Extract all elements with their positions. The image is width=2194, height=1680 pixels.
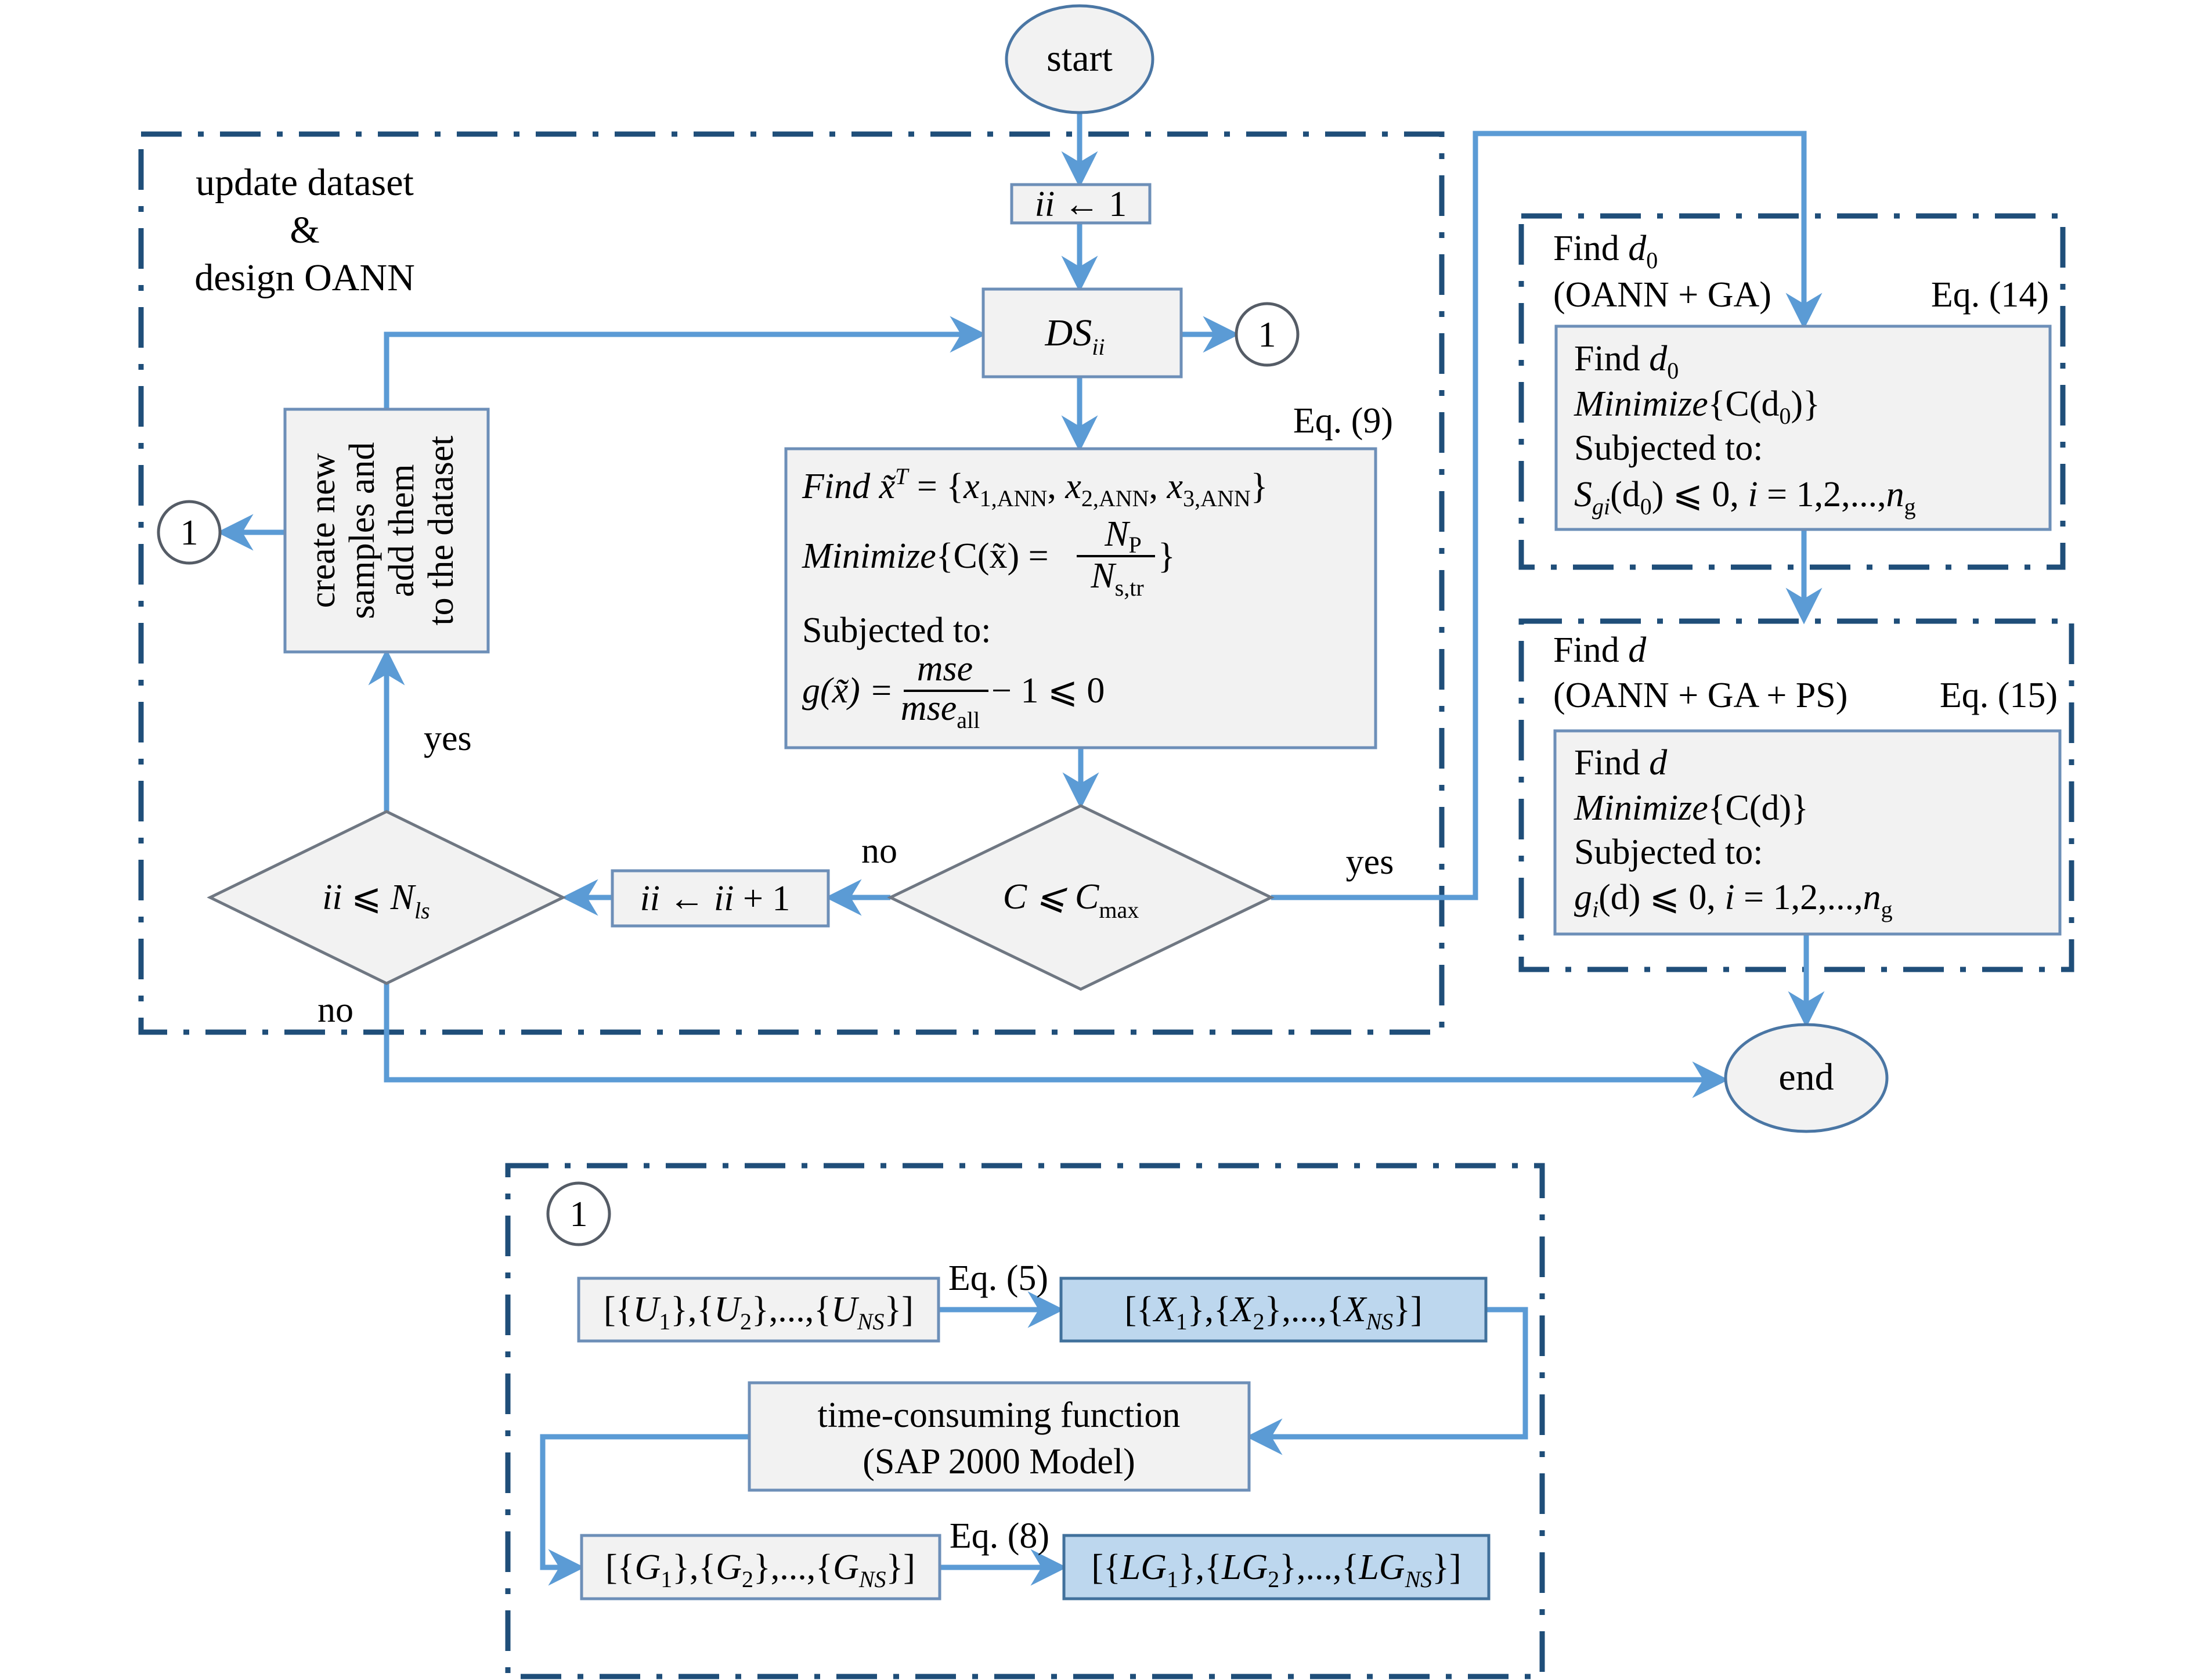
subprocess-group-border: [505, 1163, 1545, 1679]
connector-label: 1: [181, 513, 199, 553]
end-label: end: [1778, 1056, 1834, 1098]
increment-label: ii ← ii + 1: [640, 879, 791, 918]
end-terminal: end: [1724, 1023, 1889, 1133]
optimization-constraint-rhs: − 1 ⩽ 0: [991, 671, 1105, 711]
lg-vectors-box: [{LG1},{LG2},...,{LGNS}]: [1062, 1534, 1491, 1600]
optimization-constraint-lhs: g(x̃) =: [802, 671, 893, 711]
optimization-constraint-denominator: mseall: [901, 688, 980, 733]
find-d0-box-line1: Find d0: [1574, 339, 1679, 384]
iteration-decision-label: ii ⩽ Nls: [322, 878, 430, 924]
iteration-decision-no-label: no: [317, 990, 353, 1030]
find-d0-box-line4: Sgi(d0) ⩽ 0, i = 1,2,...,ng: [1574, 475, 1916, 520]
optimization-fraction-denominator: Ns,tr: [1090, 556, 1143, 601]
eq14-label: Eq. (14): [1931, 275, 2049, 315]
optimization-fraction-numerator: NP: [1104, 514, 1142, 558]
iteration-decision-yes-label: yes: [424, 719, 472, 758]
increment-box: ii ← ii + 1: [611, 869, 830, 928]
g-vectors-label: [{G1},{G2},...,{GNS}]: [605, 1548, 915, 1592]
lg-vectors-label: [{LG1},{LG2},...,{LGNS}]: [1091, 1548, 1461, 1592]
find-d-box-line4: gi(d) ⩽ 0, i = 1,2,...,ng: [1574, 878, 1893, 922]
find-d0-group: Find d0 (OANN + GA) Eq. (14) Find d0 Min…: [1553, 229, 2052, 531]
subprocess-connector: 1: [546, 1181, 611, 1246]
flow-iter-no-to-end: [384, 981, 1729, 1098]
find-d-method: (OANN + GA + PS): [1553, 676, 1847, 715]
optimization-find-line: Find x̃T = {x1,ANN, x2,ANN, x3,ANN}: [802, 463, 1268, 511]
cost-decision: C ⩽ Cmax: [887, 804, 1275, 991]
find-d-group: Find d (OANN + GA + PS) Eq. (15) Find d …: [1553, 630, 2062, 936]
dataset-box: DSii: [981, 287, 1183, 378]
g-vectors-box: [{G1},{G2},...,{GNS}]: [580, 1534, 941, 1600]
x-vectors-box: [{X1},{X2},...,{XNS}]: [1059, 1277, 1488, 1343]
model-line2: (SAP 2000 Model): [863, 1442, 1135, 1481]
find-d0-box-line2: Minimize{C(d0)}: [1574, 384, 1820, 429]
connector-1-create: 1: [157, 500, 222, 565]
flow-model-to-g: [540, 1434, 749, 1586]
model-line1: time-consuming function: [817, 1396, 1180, 1435]
flow-cost-yes-to-find-d0: [1271, 131, 1823, 900]
main-group-title-line3: design OANN: [194, 257, 414, 299]
start-label: start: [1047, 37, 1113, 80]
x-vectors-label: [{X1},{X2},...,{XNS}]: [1124, 1290, 1422, 1335]
optimization-subjected-line: Subjected to:: [802, 611, 991, 650]
cost-decision-no-label: no: [861, 831, 897, 871]
optimization-minimize-line: Minimize{C(x̃) =: [802, 536, 1049, 576]
find-d0-group-border: [1518, 213, 2066, 570]
find-d0-box-line3: Subjected to:: [1574, 428, 1763, 468]
find-d-box-line2: Minimize{C(d)}: [1574, 788, 1809, 828]
connector-1-dataset: 1: [1235, 302, 1300, 367]
main-group-title: update dataset & design OANN: [194, 161, 414, 299]
optimization-constraint-numerator: mse: [917, 649, 973, 688]
create-samples-line2: samples and: [342, 442, 382, 619]
find-d-box-line1: Find d: [1574, 743, 1668, 783]
init-label: ii ← 1: [1035, 185, 1127, 224]
init-box: ii ← 1: [1010, 183, 1152, 225]
cost-decision-yes-label: yes: [1346, 842, 1394, 882]
find-d0-title: Find d0: [1553, 229, 1658, 273]
flow-x-to-model: [1246, 1307, 1528, 1455]
eq8-label: Eq. (8): [950, 1516, 1049, 1556]
eq5-label: Eq. (5): [948, 1259, 1048, 1298]
iteration-decision: ii ⩽ Nls: [207, 810, 566, 985]
u-vectors-label: [{U1},{U2},...,{UNS}]: [604, 1290, 914, 1335]
optimization-close-brace: }: [1158, 536, 1175, 576]
main-group-title-line2: &: [290, 209, 319, 251]
create-samples-line1: create new: [303, 453, 342, 608]
connector-label: 1: [570, 1195, 588, 1234]
main-group-border: [138, 131, 1445, 1035]
flow-create-to-dataset: [384, 316, 987, 409]
start-terminal: start: [1005, 4, 1154, 114]
connector-label: 1: [1258, 315, 1276, 355]
flow-lines: [216, 113, 1825, 1586]
create-samples-line3: add them: [382, 464, 421, 597]
dataset-label: DSii: [1045, 312, 1105, 360]
optimization-box: Find x̃T = {x1,ANN, x2,ANN, x3,ANN} Mini…: [784, 447, 1377, 749]
eq9-label: Eq. (9): [1293, 401, 1393, 441]
create-samples-box: create new samples and add them to the d…: [283, 408, 490, 654]
find-d-box-line3: Subjected to:: [1574, 832, 1763, 872]
cost-decision-label: C ⩽ Cmax: [1003, 877, 1139, 923]
create-samples-line4: to the dataset: [421, 435, 461, 625]
eq15-label: Eq. (15): [1940, 676, 2058, 715]
model-box: time-consuming function (SAP 2000 Model): [748, 1381, 1251, 1492]
find-d-title: Find d: [1553, 630, 1647, 670]
main-group-title-line1: update dataset: [196, 161, 414, 204]
u-vectors-box: [{U1},{U2},...,{UNS}]: [577, 1277, 940, 1343]
find-d0-method: (OANN + GA): [1553, 275, 1771, 315]
